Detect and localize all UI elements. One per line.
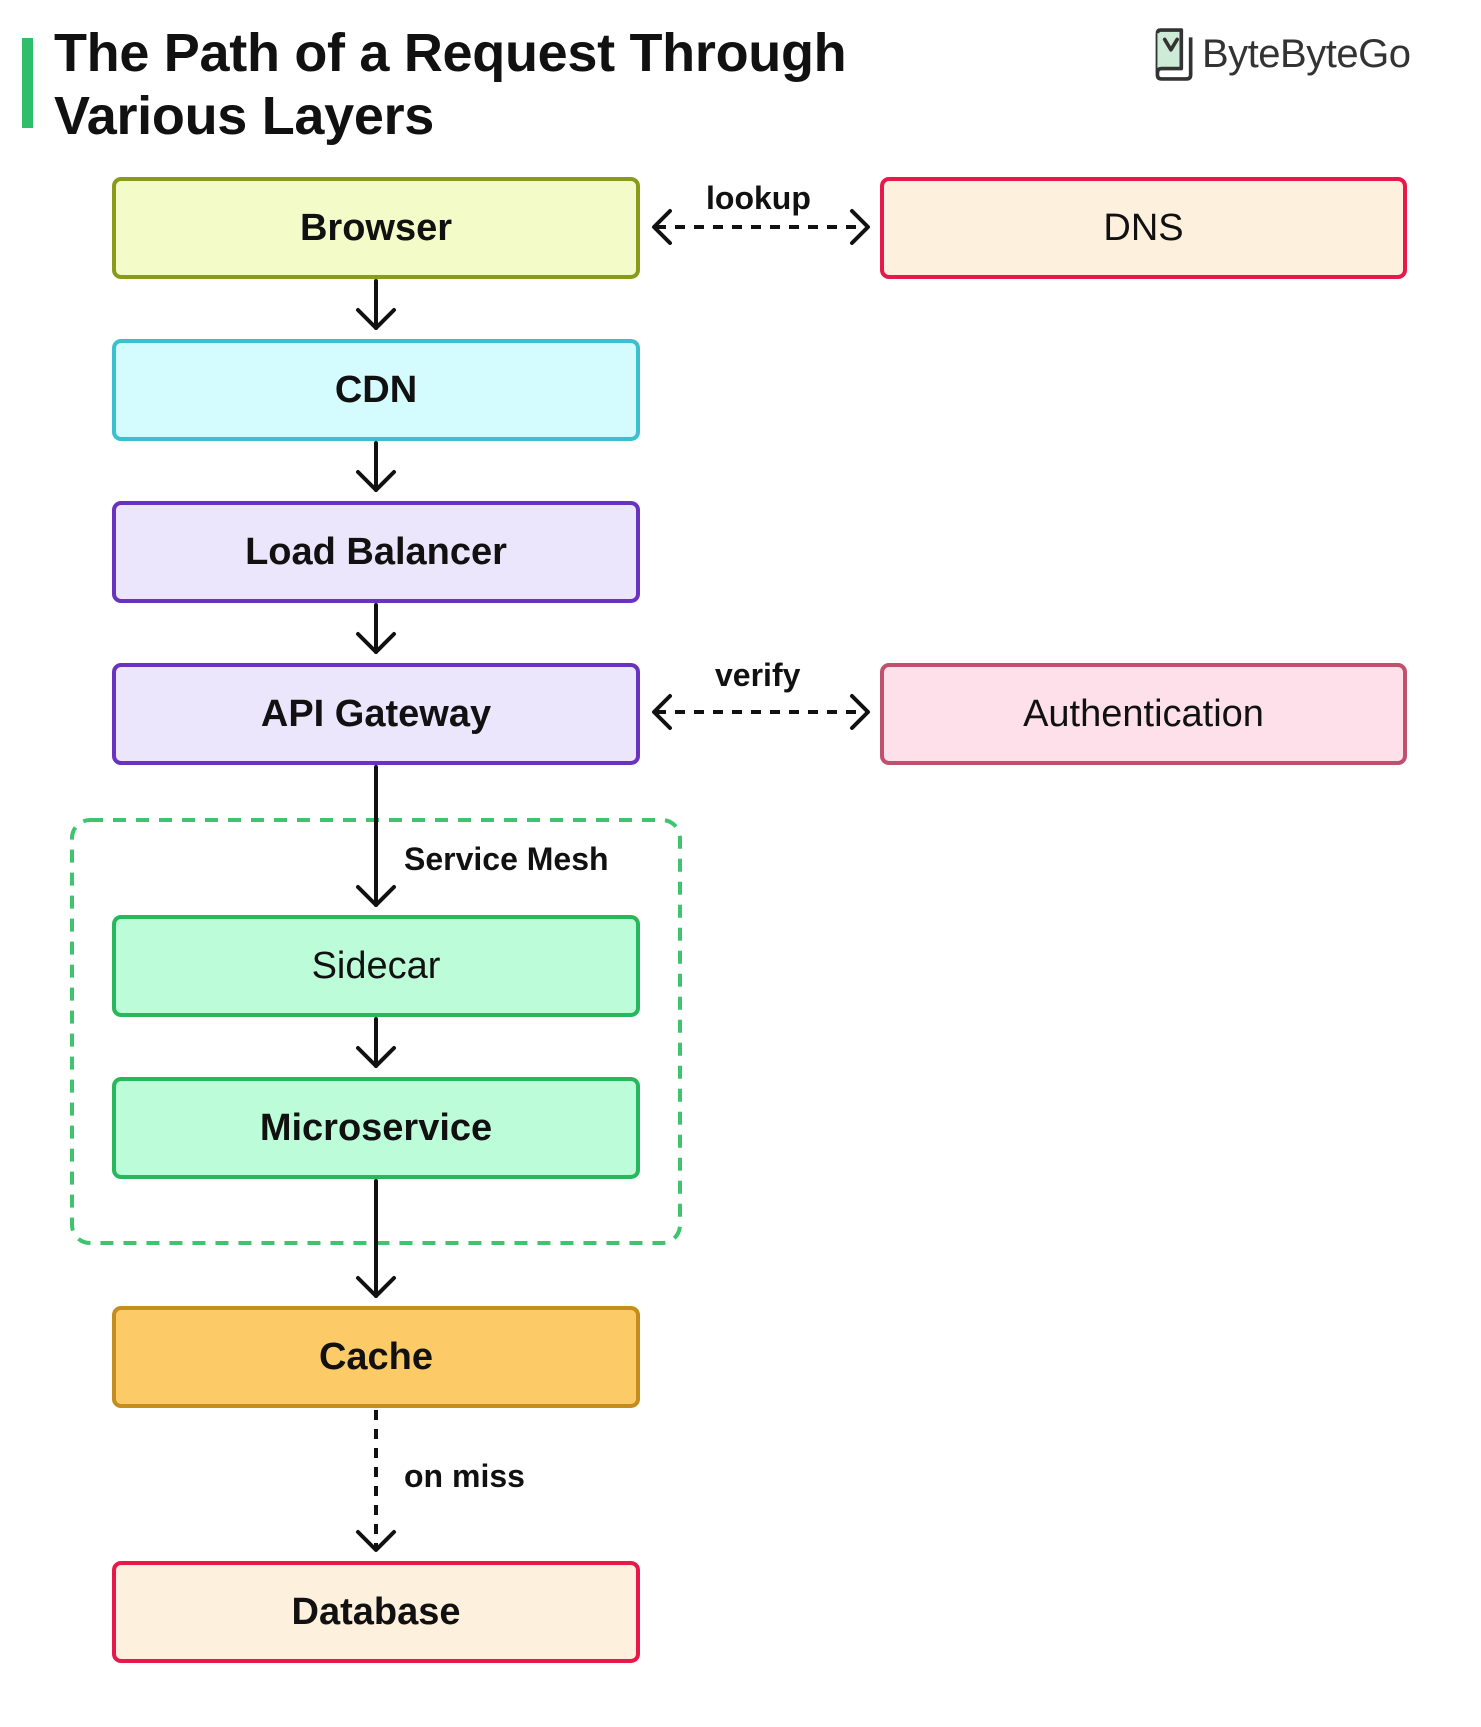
cache-node: Cache	[112, 1306, 640, 1408]
arrow-cdn-to-load-balancer	[356, 441, 396, 492]
authentication-node: Authentication	[880, 663, 1407, 765]
browser-node: Browser	[112, 177, 640, 279]
cache-label: Cache	[318, 1335, 434, 1378]
title-accent-bar	[22, 38, 33, 128]
brand-book-icon	[1155, 28, 1193, 81]
microservice-node: Microservice	[112, 1077, 640, 1179]
database-node: Database	[112, 1561, 640, 1663]
arrow-api-gateway-auth-verify	[652, 694, 870, 730]
brand-logo: ByteByteGo	[1152, 24, 1411, 84]
arrow-cache-to-database	[356, 1410, 396, 1552]
arrow-sidecar-to-microservice	[356, 1017, 396, 1068]
database-label: Database	[291, 1590, 461, 1633]
cdn-node: CDN	[112, 339, 640, 441]
microservice-label: Microservice	[259, 1106, 493, 1149]
browser-label: Browser	[299, 206, 453, 249]
api-gateway-node: API Gateway	[112, 663, 640, 765]
dns-label: DNS	[1103, 206, 1184, 249]
arrow-microservice-to-cache	[356, 1179, 396, 1298]
sidecar-label: Sidecar	[311, 944, 441, 987]
verify-label: verify	[715, 657, 801, 693]
authentication-label: Authentication	[1023, 692, 1264, 735]
cdn-label: CDN	[334, 368, 418, 411]
sidecar-node: Sidecar	[112, 915, 640, 1017]
page-title: The Path of a Request Through Various La…	[54, 22, 954, 148]
arrow-api-gateway-to-sidecar	[356, 765, 396, 907]
arrow-load-balancer-to-api-gateway	[356, 603, 396, 654]
load-balancer-label: Load Balancer	[245, 530, 507, 573]
on-miss-label: on miss	[404, 1458, 525, 1494]
load-balancer-node: Load Balancer	[112, 501, 640, 603]
title-line-1: The Path of a Request Through	[54, 23, 847, 83]
arrow-browser-to-cdn	[356, 279, 396, 330]
brand-name: ByteByteGo	[1202, 31, 1411, 76]
dns-node: DNS	[880, 177, 1407, 279]
api-gateway-label: API Gateway	[260, 692, 492, 735]
arrow-browser-dns-lookup	[652, 209, 870, 245]
lookup-label: lookup	[706, 180, 811, 216]
service-mesh-label: Service Mesh	[404, 841, 609, 877]
title-line-2: Various Layers	[54, 86, 435, 146]
